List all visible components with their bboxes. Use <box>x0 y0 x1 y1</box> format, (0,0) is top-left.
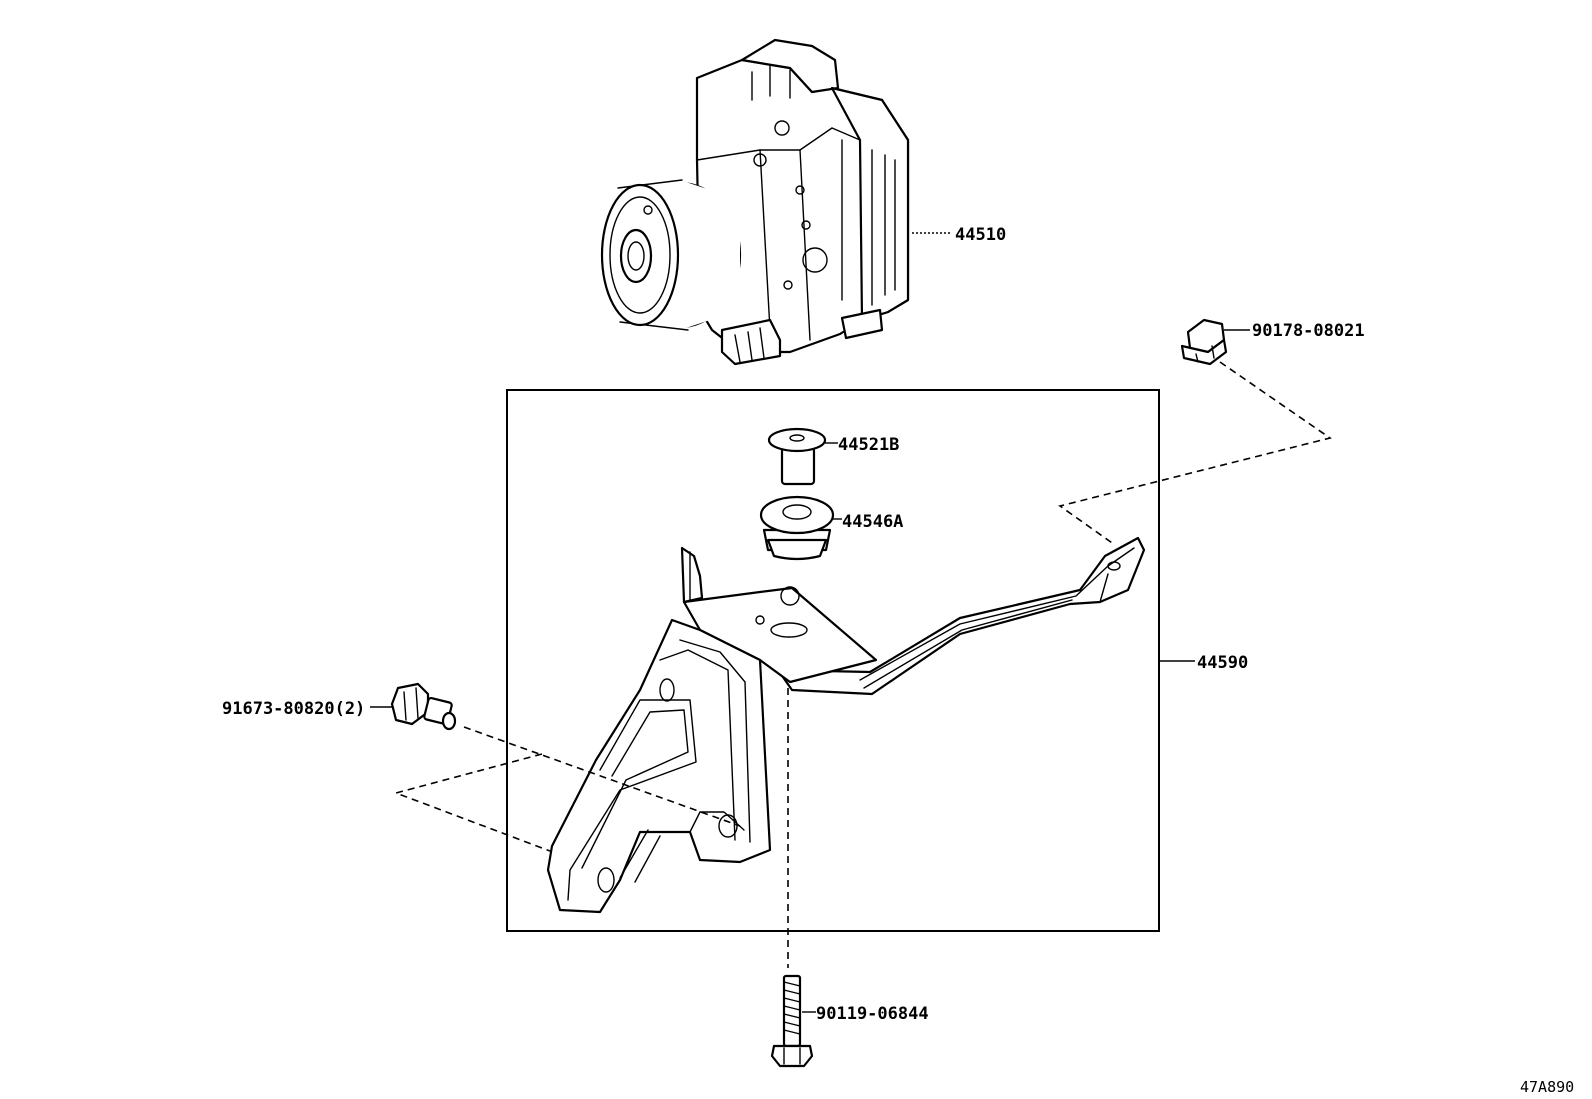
label-91673-80820: 91673-80820(2) <box>222 699 365 719</box>
abs-actuator-illustration <box>600 38 950 366</box>
collar-illustration <box>767 427 838 486</box>
label-90119-06844: 90119-06844 <box>816 1004 929 1024</box>
label-44521B: 44521B <box>838 435 899 455</box>
nut-dash-leader <box>1058 361 1332 546</box>
figure-reference: 47A890 <box>1520 1078 1574 1096</box>
nut-illustration <box>1180 318 1250 366</box>
label-90178-08021: 90178-08021 <box>1252 321 1365 341</box>
side-bolt-dash-leader <box>393 726 741 852</box>
label-44546A: 44546A <box>842 512 903 532</box>
label-44510: 44510 <box>955 225 1006 245</box>
side-bolt-illustration <box>370 682 457 731</box>
cushion-illustration <box>759 495 842 561</box>
bracket-illustration <box>546 536 1146 914</box>
label-44590: 44590 <box>1197 653 1248 673</box>
bottom-bolt-illustration <box>770 974 816 1068</box>
